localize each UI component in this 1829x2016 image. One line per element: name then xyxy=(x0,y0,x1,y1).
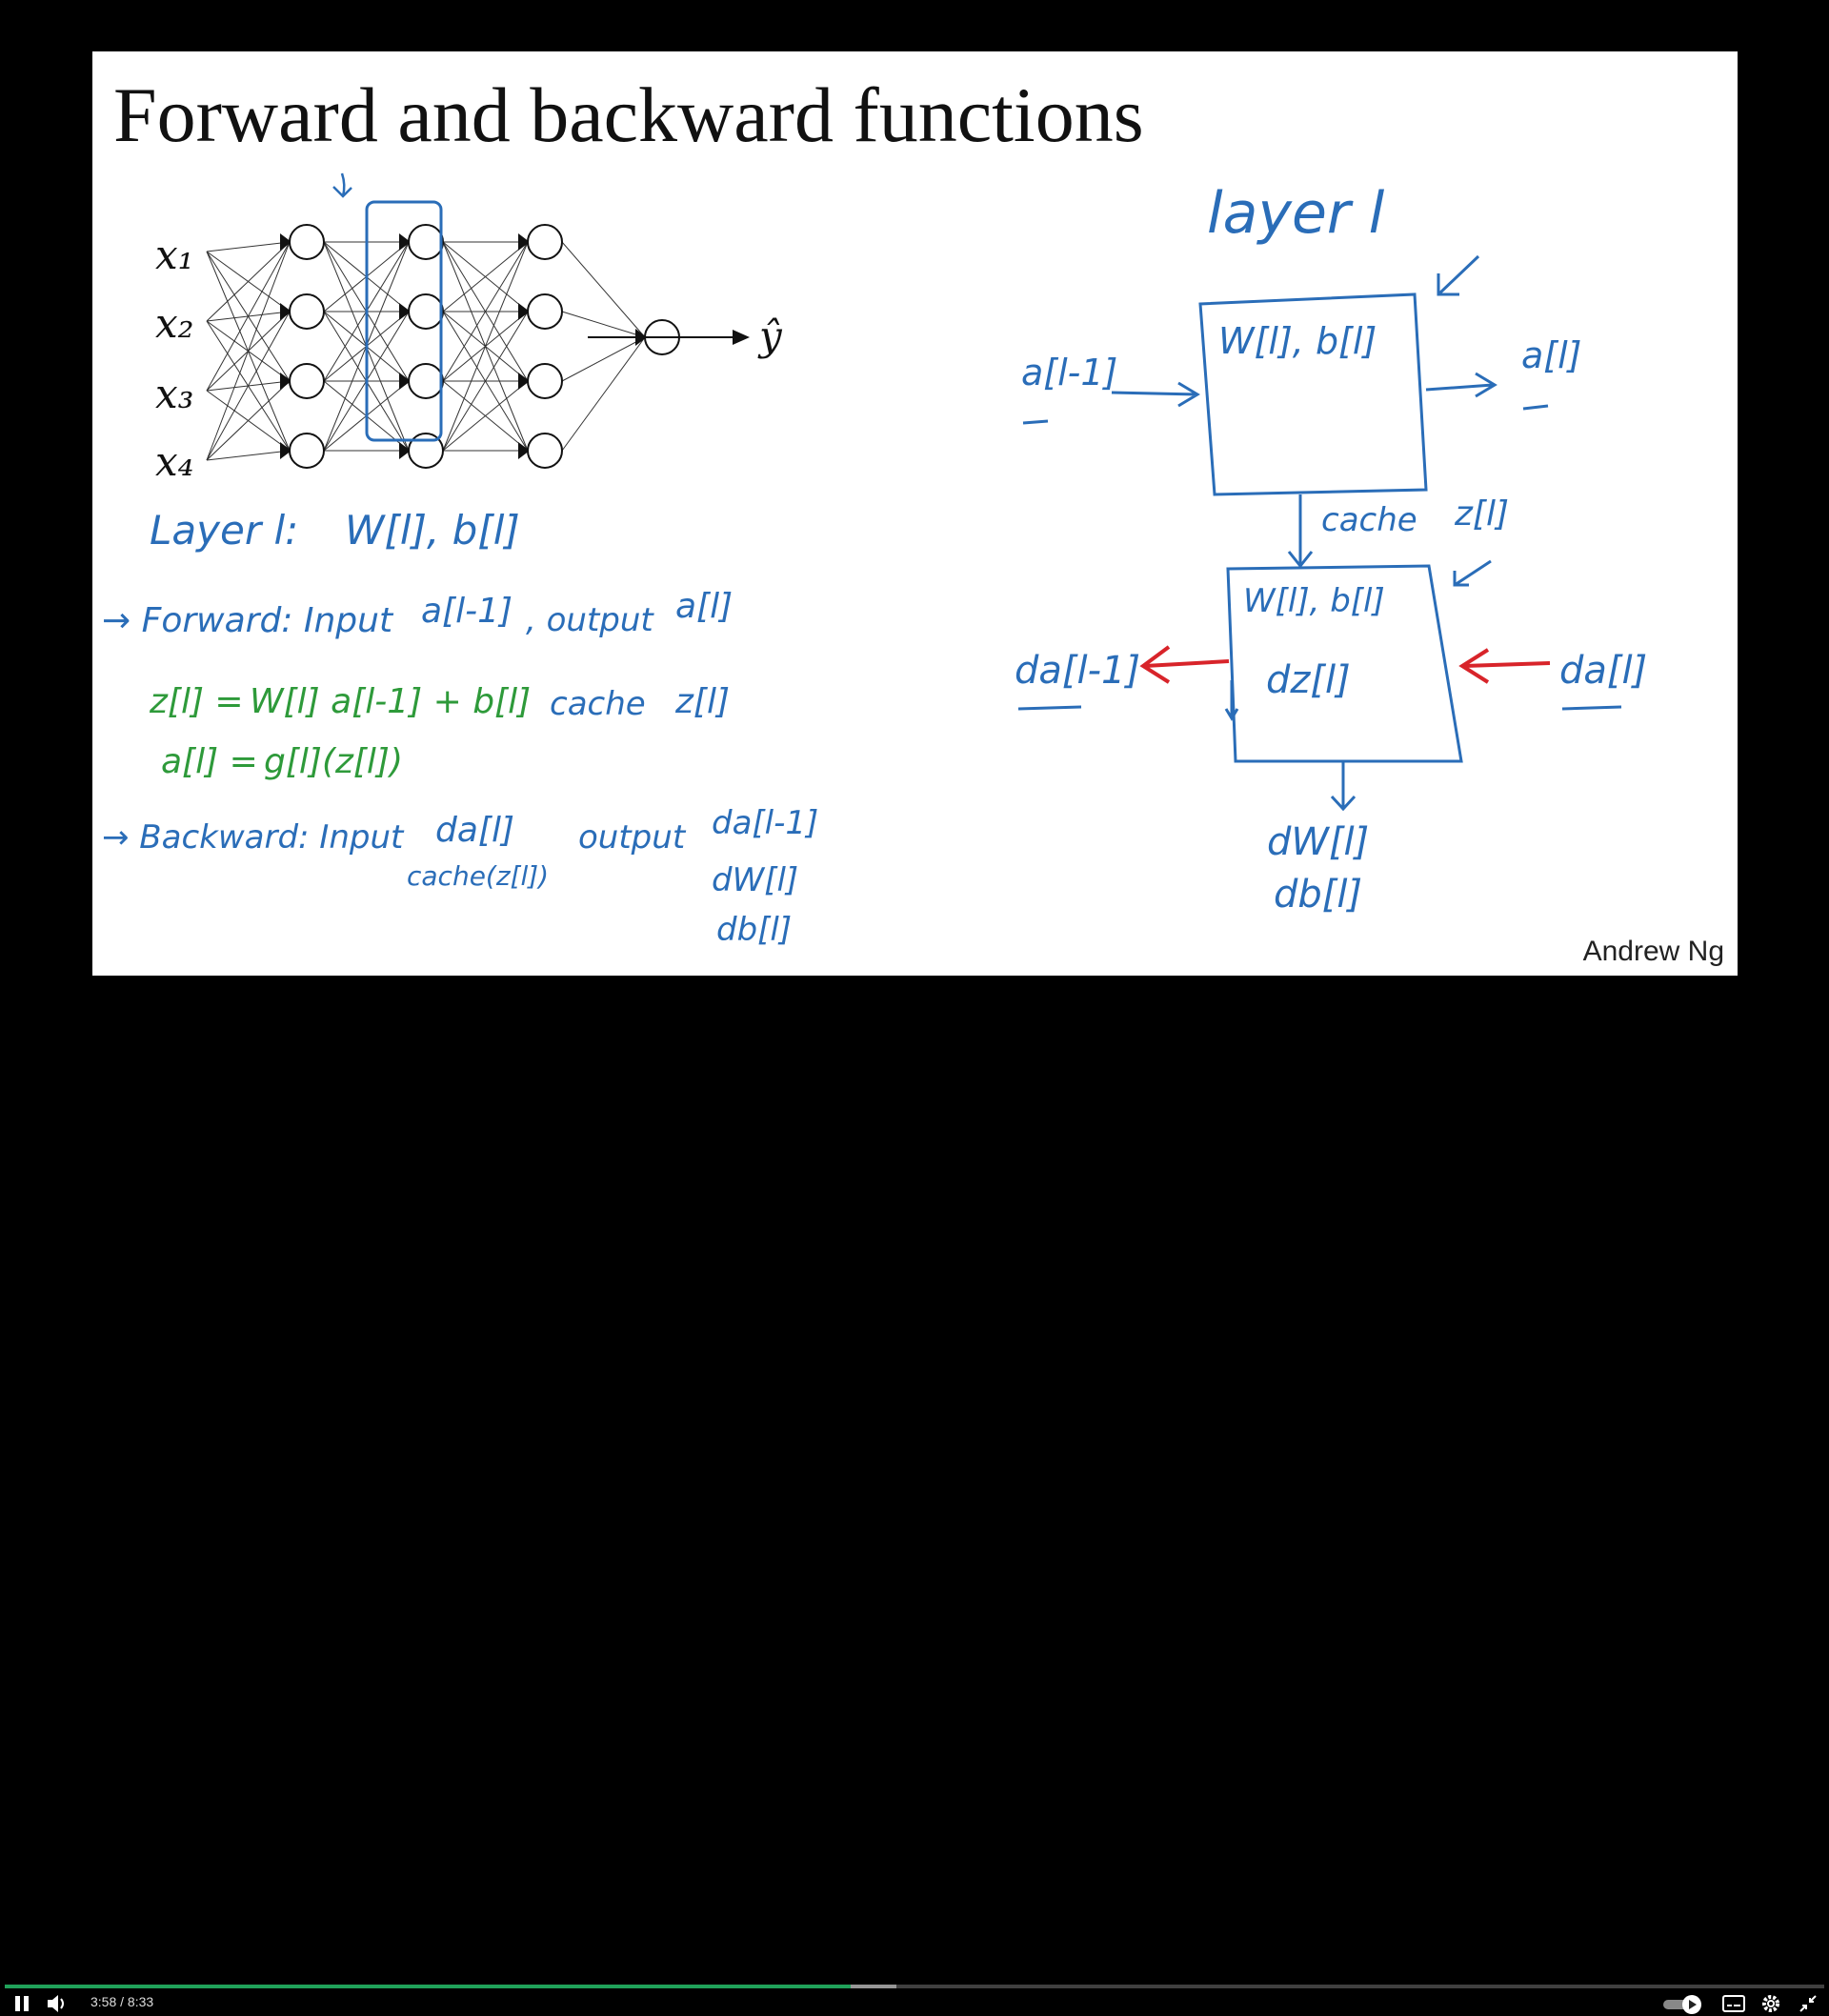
output-yhat: ŷ xyxy=(759,312,782,359)
subtitles-icon[interactable] xyxy=(1722,1995,1745,2012)
forward-output: a[l] xyxy=(675,587,734,626)
layer-block-diagram xyxy=(1017,254,1622,812)
hidden-unit-l1-1 xyxy=(289,224,325,260)
hidden-unit-l1-4 xyxy=(289,433,325,469)
forward-input: a[l-1] xyxy=(421,592,513,631)
backward-cache: cache(z[l]) xyxy=(407,860,550,892)
hidden-unit-l1-2 xyxy=(289,293,325,330)
progress-played xyxy=(5,1985,852,1988)
fwd-box-params: W[l], b[l] xyxy=(1218,320,1377,362)
hidden-unit-l2-3 xyxy=(408,363,444,399)
progress-buffered xyxy=(851,1985,896,1988)
input-x3: x₃ xyxy=(155,371,194,417)
layer-title: layer l xyxy=(1207,180,1385,247)
backward-output-label: output xyxy=(578,818,686,857)
player-controls: 3:58 / 8:33 xyxy=(0,991,1829,2014)
input-x1: x₁ xyxy=(155,232,194,278)
bwd-box-dz: dz[l] xyxy=(1266,658,1351,702)
bwd-out: da[l-1] xyxy=(1015,649,1141,693)
hidden-unit-l2-2 xyxy=(408,293,444,330)
cache-value: z[l] xyxy=(675,682,730,721)
progress-bar[interactable] xyxy=(5,1985,1824,1988)
hidden-unit-l3-1 xyxy=(527,224,563,260)
input-x2: x₂ xyxy=(155,300,194,347)
slide-title: Forward and backward functions xyxy=(113,71,1144,158)
eq1-rhs: W[l] a[l-1] + b[l] xyxy=(250,682,532,721)
volume-icon[interactable] xyxy=(46,1993,69,2014)
time-readout: 3:58 / 8:33 xyxy=(90,1994,153,2009)
layer-label: Layer l: xyxy=(150,507,299,554)
hidden-unit-l1-3 xyxy=(289,363,325,399)
neural-network-diagram xyxy=(206,172,750,469)
forward-label: → Forward: Input xyxy=(102,601,393,640)
forward-in-arrow xyxy=(1111,381,1200,408)
right-cache-value: z[l] xyxy=(1455,494,1509,534)
forward-box xyxy=(1198,292,1428,496)
grad-b: db[l] xyxy=(1274,873,1363,917)
right-cache-label: cache xyxy=(1321,501,1417,539)
eq2-lhs: a[l] = xyxy=(161,742,258,781)
current-time: 3:58 xyxy=(90,1994,117,2009)
forward-out-arrow xyxy=(1425,372,1497,398)
grad-w: dW[l] xyxy=(1267,820,1370,864)
backward-corner-arrow xyxy=(1453,559,1492,587)
eq2-rhs: g[l](z[l]) xyxy=(264,742,404,781)
hidden-unit-l3-4 xyxy=(527,433,563,469)
fwd-in: a[l-1] xyxy=(1021,352,1118,393)
exit-fullscreen-icon[interactable] xyxy=(1799,1994,1818,2013)
duration: 8:33 xyxy=(127,1994,154,2009)
time-separator: / xyxy=(120,1994,125,2009)
cache-label: cache xyxy=(550,685,646,723)
highlight-arrow xyxy=(332,172,352,198)
settings-icon[interactable] xyxy=(1760,1993,1781,2014)
layer-params: W[l], b[l] xyxy=(345,507,520,554)
pause-icon[interactable] xyxy=(13,1995,30,2012)
grad-down-arrow xyxy=(1330,761,1357,812)
backward-label: → Backward: Input xyxy=(102,818,404,857)
forward-corner-arrow xyxy=(1437,254,1480,296)
forward-output-label: , output xyxy=(526,601,653,639)
author-credit: Andrew Ng xyxy=(1582,936,1724,967)
cache-down-arrow xyxy=(1287,494,1314,569)
fwd-out: a[l] xyxy=(1521,334,1582,376)
eq1-lhs: z[l] = xyxy=(150,682,244,721)
slide: Forward and backward functions x₁ x₂ x₃ … xyxy=(92,51,1738,976)
bwd-box-params: W[l], b[l] xyxy=(1243,582,1385,620)
backward-out-red-arrow xyxy=(1139,645,1230,684)
bwd-in: da[l] xyxy=(1559,649,1648,693)
backward-input: da[l] xyxy=(435,811,515,850)
hidden-unit-l2-1 xyxy=(408,224,444,260)
backward-out2: dW[l] xyxy=(712,861,799,899)
autoplay-toggle-icon[interactable] xyxy=(1661,1993,1705,2016)
backward-out1: da[l-1] xyxy=(712,804,819,842)
input-x4: x₄ xyxy=(155,438,194,485)
backward-out3: db[l] xyxy=(716,911,793,949)
hidden-unit-l3-3 xyxy=(527,363,563,399)
backward-in-red-arrow xyxy=(1458,648,1551,684)
highlight-layer-box xyxy=(365,200,443,442)
hidden-unit-l3-2 xyxy=(527,293,563,330)
hidden-unit-l2-4 xyxy=(408,433,444,469)
